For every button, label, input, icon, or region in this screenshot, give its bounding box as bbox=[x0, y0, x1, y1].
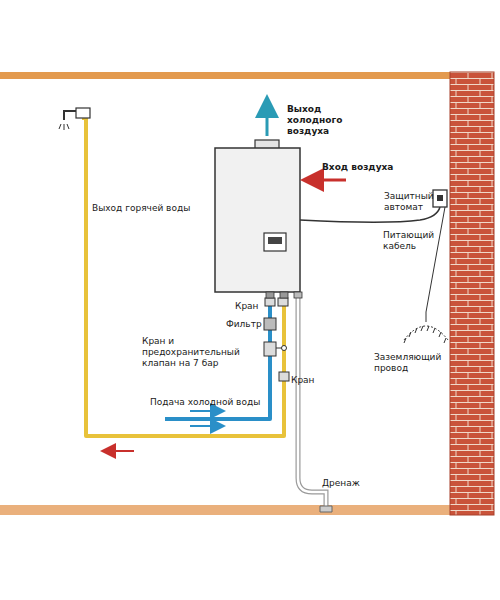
cold-air-label: Выход холодного воздуха bbox=[287, 104, 343, 137]
faucet bbox=[59, 108, 90, 130]
breaker bbox=[433, 190, 447, 207]
drain-label: Дренаж bbox=[322, 478, 372, 489]
ceiling bbox=[0, 72, 452, 79]
hot-water-label: Выход горячей воды bbox=[92, 203, 207, 214]
cable-label: Питающий кабель bbox=[383, 230, 429, 252]
drain-pipe bbox=[298, 292, 326, 506]
filter-label: Фильтр bbox=[226, 319, 262, 330]
safety-valve-label: Кран и предохранительный клапан на 7 бар bbox=[142, 336, 264, 369]
brick-wall bbox=[450, 72, 494, 515]
valve-label: Кран bbox=[291, 375, 321, 386]
air-in-arrow bbox=[312, 179, 346, 182]
ground-wire bbox=[426, 207, 445, 312]
cold-air-arrow bbox=[266, 106, 269, 136]
floor bbox=[0, 505, 452, 515]
flow-arrow bbox=[108, 450, 134, 452]
air-in-label: Вход воздуха bbox=[322, 162, 402, 173]
valve-label: Кран bbox=[235, 301, 263, 312]
flow-arrow bbox=[190, 410, 218, 412]
floor-drain bbox=[320, 506, 332, 512]
ground-wire-label: Заземляющий провод bbox=[374, 352, 440, 374]
valves bbox=[264, 298, 289, 381]
flow-arrow bbox=[190, 425, 218, 427]
heat-pump-unit bbox=[215, 140, 302, 298]
ground-symbol bbox=[404, 312, 448, 343]
breaker-label: Защитный автомат bbox=[384, 191, 431, 213]
cold-water-label: Подача холодной воды bbox=[150, 397, 270, 408]
